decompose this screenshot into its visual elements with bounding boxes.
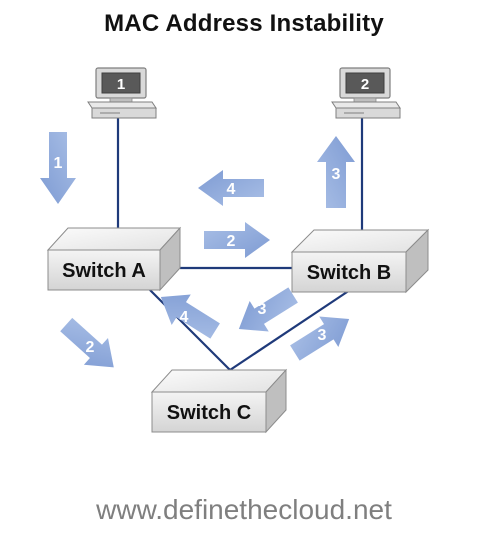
arrow-b-to-c: 3 [238, 287, 298, 332]
diagram-title: MAC Address Instability [104, 10, 384, 37]
link-switch-b-switch-c [229, 289, 351, 371]
switch-b: Switch B [290, 228, 430, 294]
arrow-c-to-b-label: 3 [318, 327, 327, 344]
switch-a-label: Switch A [62, 260, 146, 282]
arrow-b-to-c-label: 3 [258, 301, 267, 318]
host-2-label: 2 [361, 76, 369, 93]
arrow-a-to-c-label: 2 [86, 339, 95, 356]
arrow-host2-up-label: 3 [332, 166, 341, 183]
link-switch-a-switch-c [149, 289, 231, 371]
host-1-computer: 1 [87, 67, 157, 119]
arrow-a-b-bottom: 2 [204, 222, 270, 258]
arrow-a-b-bottom-label: 2 [227, 233, 236, 250]
arrow-host2-up: 3 [317, 136, 355, 208]
switch-a: Switch A [46, 226, 182, 292]
network-diagram: 1 2 Switch A Switch B Switch C 1 [40, 67, 430, 434]
arrow-c-to-b: 3 [290, 316, 350, 361]
arrow-c-to-a-label: 4 [180, 309, 189, 326]
arrow-a-b-top: 4 [198, 170, 264, 206]
arrow-c-to-a: 4 [160, 294, 220, 339]
arrow-host1-down: 1 [40, 132, 76, 204]
flow-arrows: 1 3 4 2 2 4 3 3 [40, 132, 355, 368]
footer-url: www.definethecloud.net [96, 494, 392, 525]
switch-b-label: Switch B [307, 262, 391, 284]
arrow-a-b-top-label: 4 [227, 181, 236, 198]
host-1-label: 1 [117, 76, 125, 93]
arrow-host1-down-label: 1 [54, 155, 63, 172]
switch-c: Switch C [150, 368, 288, 434]
switch-c-label: Switch C [167, 402, 251, 424]
arrow-a-to-c: 2 [60, 317, 114, 368]
host-2-computer: 2 [331, 67, 401, 119]
